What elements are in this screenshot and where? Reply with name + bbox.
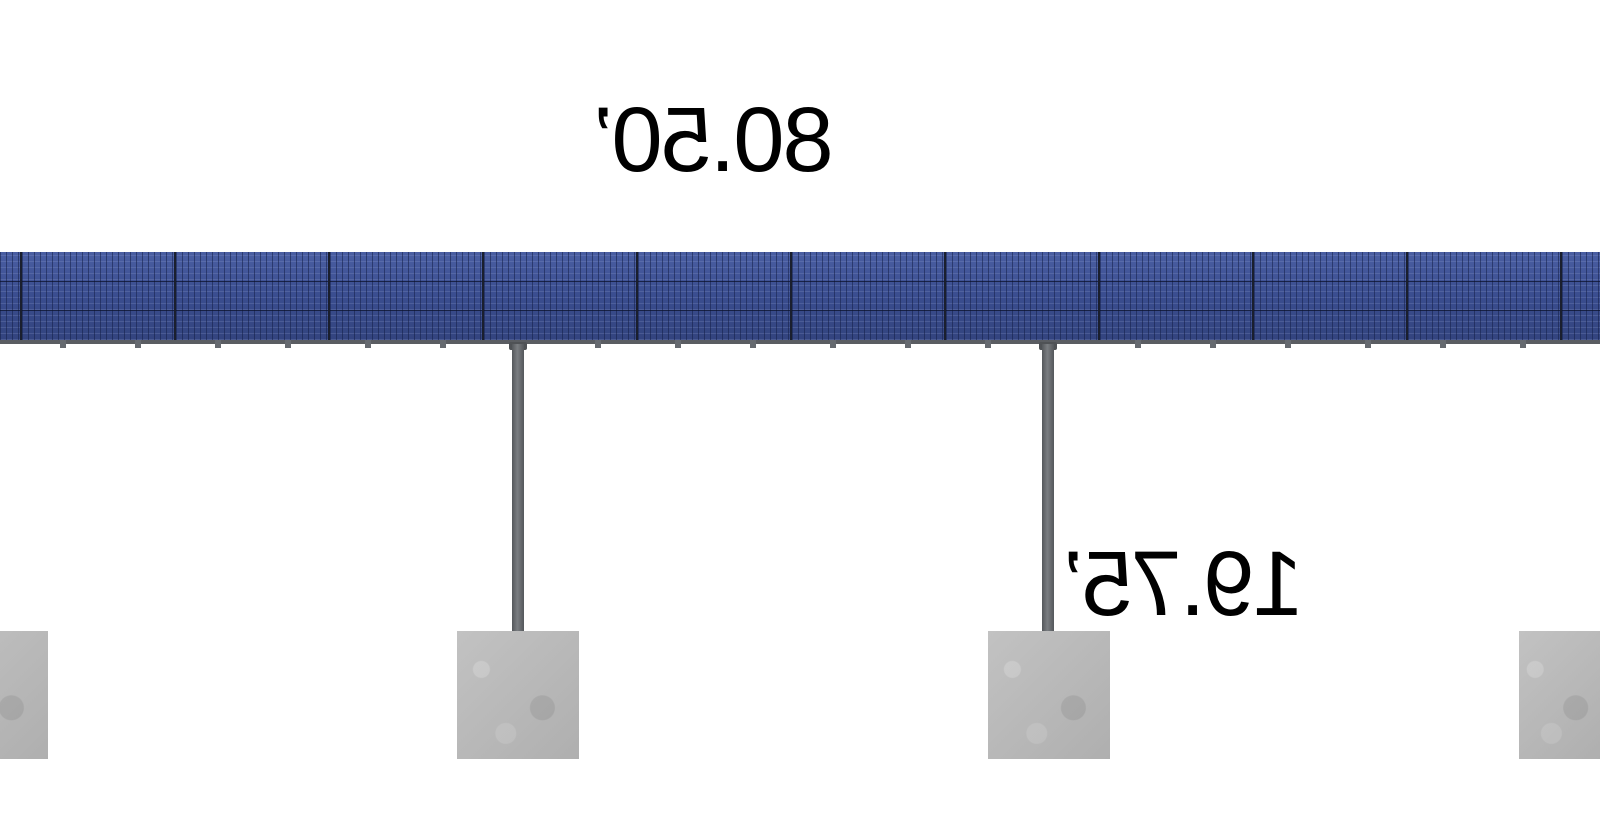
mounting-clip xyxy=(1520,340,1526,348)
solar-panel xyxy=(1562,252,1600,340)
mounting-clip xyxy=(1440,340,1446,348)
solar-panel xyxy=(1100,252,1254,340)
solar-panel xyxy=(176,252,330,340)
solar-panel xyxy=(946,252,1100,340)
mounting-clip xyxy=(440,340,446,348)
concrete-footing xyxy=(988,631,1110,759)
solar-panel xyxy=(792,252,946,340)
solar-panel xyxy=(0,252,22,340)
mounting-clip xyxy=(830,340,836,348)
mounting-clip xyxy=(215,340,221,348)
mounting-clip xyxy=(285,340,291,348)
solar-panel xyxy=(484,252,638,340)
support-rail xyxy=(0,340,1600,344)
mounting-clip xyxy=(1365,340,1371,348)
mounting-clip xyxy=(1285,340,1291,348)
solar-panel xyxy=(638,252,792,340)
solar-panel-row xyxy=(0,252,1600,342)
concrete-footing xyxy=(1519,631,1600,759)
mounting-clip xyxy=(675,340,681,348)
mounting-clip xyxy=(905,340,911,348)
mounting-clip xyxy=(365,340,371,348)
solar-panel xyxy=(1254,252,1408,340)
solar-panel xyxy=(330,252,484,340)
concrete-footing xyxy=(457,631,579,759)
mounting-clip xyxy=(60,340,66,348)
mounting-clip xyxy=(750,340,756,348)
mounting-clip xyxy=(1210,340,1216,348)
mounting-clip xyxy=(595,340,601,348)
mounting-clip xyxy=(1135,340,1141,348)
solar-panel xyxy=(1408,252,1562,340)
support-column xyxy=(512,344,524,632)
concrete-footing xyxy=(0,631,48,759)
mounting-clip xyxy=(985,340,991,348)
support-column xyxy=(1042,344,1054,632)
solar-panel xyxy=(22,252,176,340)
clearance-height-dimension: 19.75’ xyxy=(1065,533,1304,635)
overall-length-dimension: 80.50’ xyxy=(595,89,834,191)
mounting-clip xyxy=(135,340,141,348)
